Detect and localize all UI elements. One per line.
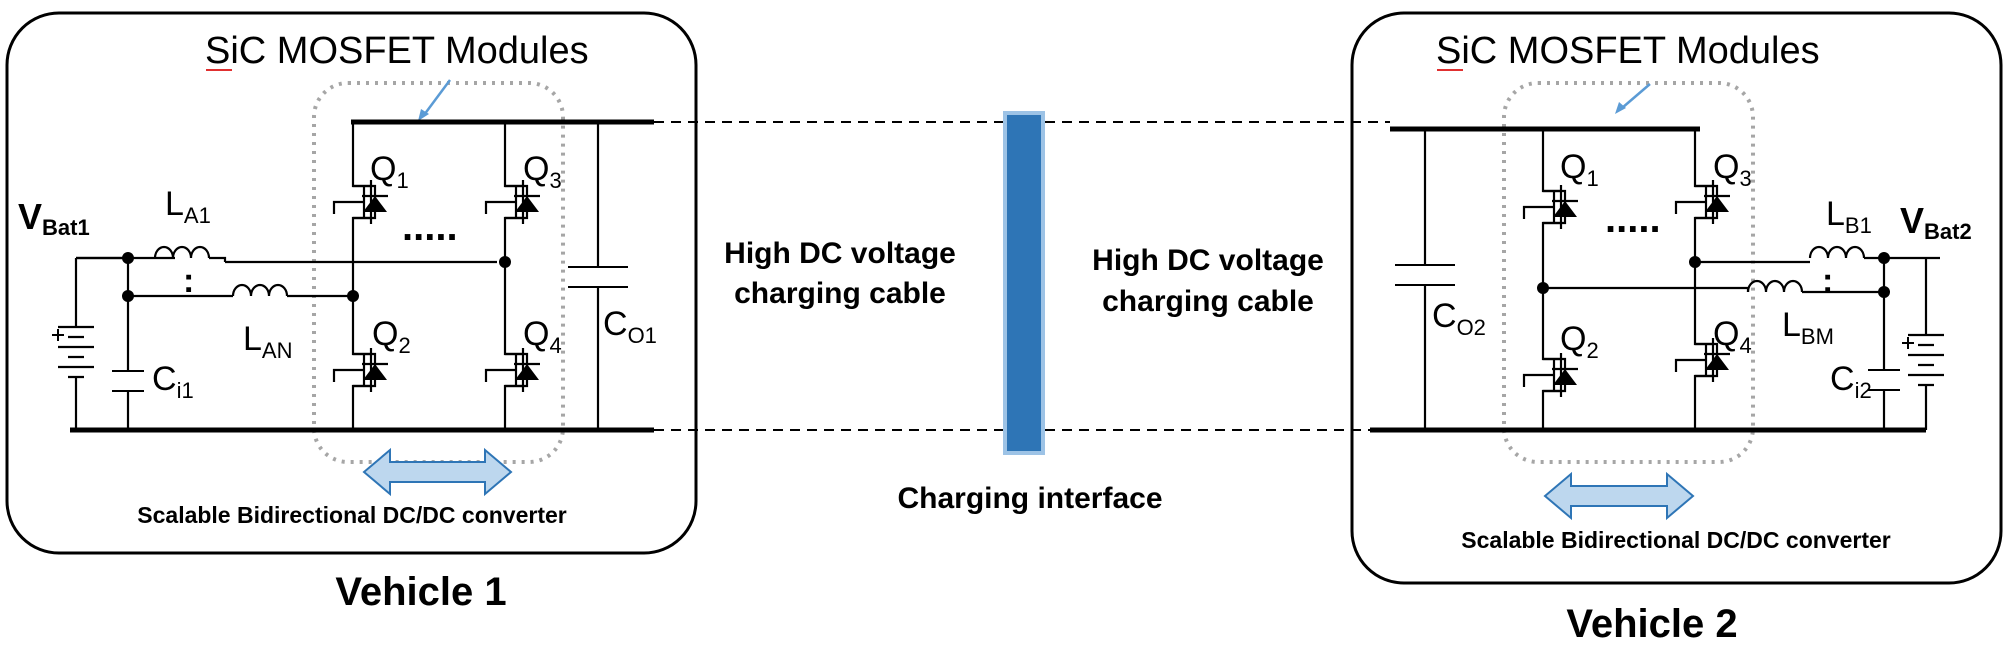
q3-label: Q3	[1713, 148, 1752, 191]
charging-interface-label: Charging interface	[897, 482, 1162, 515]
module-pointer-arrow	[1621, 83, 1651, 109]
module-pointer-arrowhead	[1615, 102, 1626, 114]
vehicle-1-label: Vehicle 1	[335, 570, 506, 614]
inductor-lbm	[1746, 279, 1804, 294]
mosfet-q1	[1522, 175, 1580, 239]
cable-label-right-2: charging cable	[1102, 285, 1314, 318]
vehicle-2-module-title: SiC MOSFET Modules	[1436, 30, 1820, 72]
q4-label: Q4	[1713, 315, 1752, 358]
q1-label: Q1	[370, 150, 409, 193]
vbat2-label: VBat2	[1900, 200, 1972, 244]
lan-label: LAN	[243, 320, 292, 363]
q2-label: Q2	[1560, 320, 1599, 363]
vehicle-1-module-box	[312, 81, 565, 464]
vehicle-2: SiC MOSFET Modules CO2 Q1 Q3 Q2 Q4 .....	[1350, 11, 2003, 585]
la1-label: LA1	[165, 185, 211, 228]
vehicle-2-battery	[1900, 333, 1946, 387]
co1-label: CO1	[603, 305, 657, 348]
node-dot	[499, 256, 511, 268]
leg-ellipsis: .....	[402, 205, 458, 249]
q3-label: Q3	[523, 150, 562, 193]
inductor-ellipsis: :	[1822, 262, 1833, 300]
co2-label: CO2	[1432, 297, 1486, 340]
vehicle-1: SiC MOSFET Modules VBat1 Ci1 LA1 :	[5, 11, 698, 555]
vehicle-2-converter-label: Scalable Bidirectional DC/DC converter	[1461, 527, 1891, 553]
q2-label: Q2	[372, 315, 411, 358]
module-pointer-arrow	[422, 79, 452, 116]
lb1-label: LB1	[1826, 195, 1872, 238]
inductor-la1	[153, 245, 211, 260]
vehicle-1-converter-label: Scalable Bidirectional DC/DC converter	[137, 502, 567, 528]
charging-link: High DC voltage charging cable High DC v…	[654, 111, 1390, 515]
leg-ellipsis: .....	[1605, 197, 1661, 241]
cable-label-left-2: charging cable	[734, 277, 946, 310]
vehicle-1-frame	[5, 11, 698, 555]
q1-label: Q1	[1560, 148, 1599, 191]
module-pointer-arrowhead	[418, 109, 429, 121]
vehicle-2-frame	[1350, 11, 2003, 585]
node-dot	[347, 290, 359, 302]
charging-interface-bar	[1003, 111, 1045, 455]
inductor-lb1	[1808, 245, 1866, 260]
inductor-lan	[231, 283, 289, 298]
ci1-label: Ci1	[152, 360, 194, 403]
ci2-label: Ci2	[1830, 360, 1872, 403]
cable-label-right-1: High DC voltage	[1092, 244, 1324, 277]
vehicle-2-module-box	[1502, 81, 1755, 464]
vehicle-1-module-title: SiC MOSFET Modules	[205, 30, 589, 72]
vehicle-1-bidirectional-arrow	[362, 447, 513, 497]
vehicle-1-battery	[50, 325, 96, 379]
vehicle-2-label: Vehicle 2	[1566, 602, 1737, 646]
lbm-label: LBM	[1782, 306, 1834, 349]
cable-label-left-1: High DC voltage	[724, 237, 956, 270]
q4-label: Q4	[523, 315, 562, 358]
inductor-ellipsis: :	[183, 262, 194, 300]
vbat1-label: VBat1	[18, 196, 90, 240]
vehicle-2-bidirectional-arrow	[1543, 471, 1695, 521]
